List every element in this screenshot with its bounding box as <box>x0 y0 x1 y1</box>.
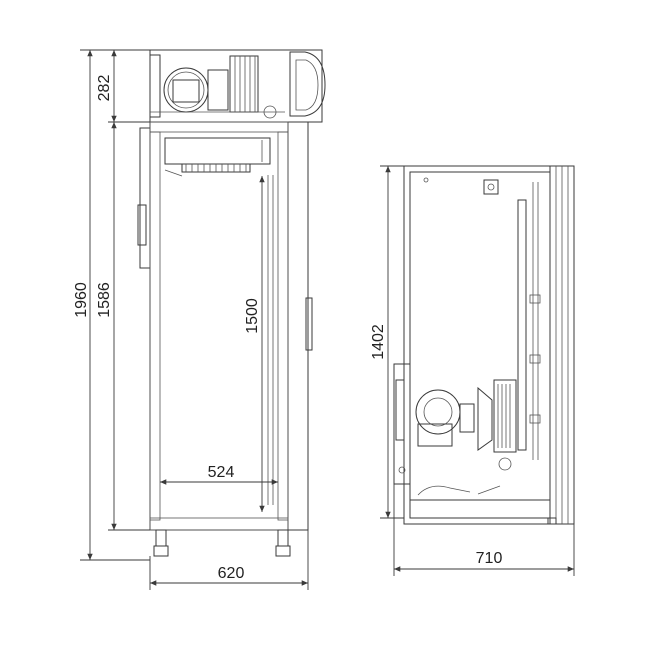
label-depth-side: 710 <box>476 550 503 567</box>
front-width-dimension <box>149 530 309 590</box>
side-dimensions <box>380 165 575 576</box>
side-view <box>393 165 575 525</box>
door-handle <box>305 297 313 351</box>
front-height-dimensions <box>80 49 150 561</box>
insulation-walls <box>149 121 289 531</box>
evaporator <box>164 137 271 177</box>
machine-compartment <box>393 363 550 501</box>
label-height-top-unit: 282 <box>96 75 113 102</box>
label-width-front: 620 <box>218 565 245 582</box>
label-height-cabinet: 1586 <box>96 282 113 318</box>
left-handle <box>137 204 147 246</box>
label-height-side: 1402 <box>370 324 387 360</box>
hinge-bracket <box>139 127 151 269</box>
feet <box>153 529 291 557</box>
label-height-interior: 1500 <box>244 298 261 334</box>
top-refrigeration-unit <box>149 49 326 123</box>
sensor-box <box>483 179 499 195</box>
front-view <box>137 49 326 557</box>
side-cabinet-outline <box>403 165 575 525</box>
label-width-interior: 524 <box>208 464 235 481</box>
label-height-total: 1960 <box>73 282 90 318</box>
